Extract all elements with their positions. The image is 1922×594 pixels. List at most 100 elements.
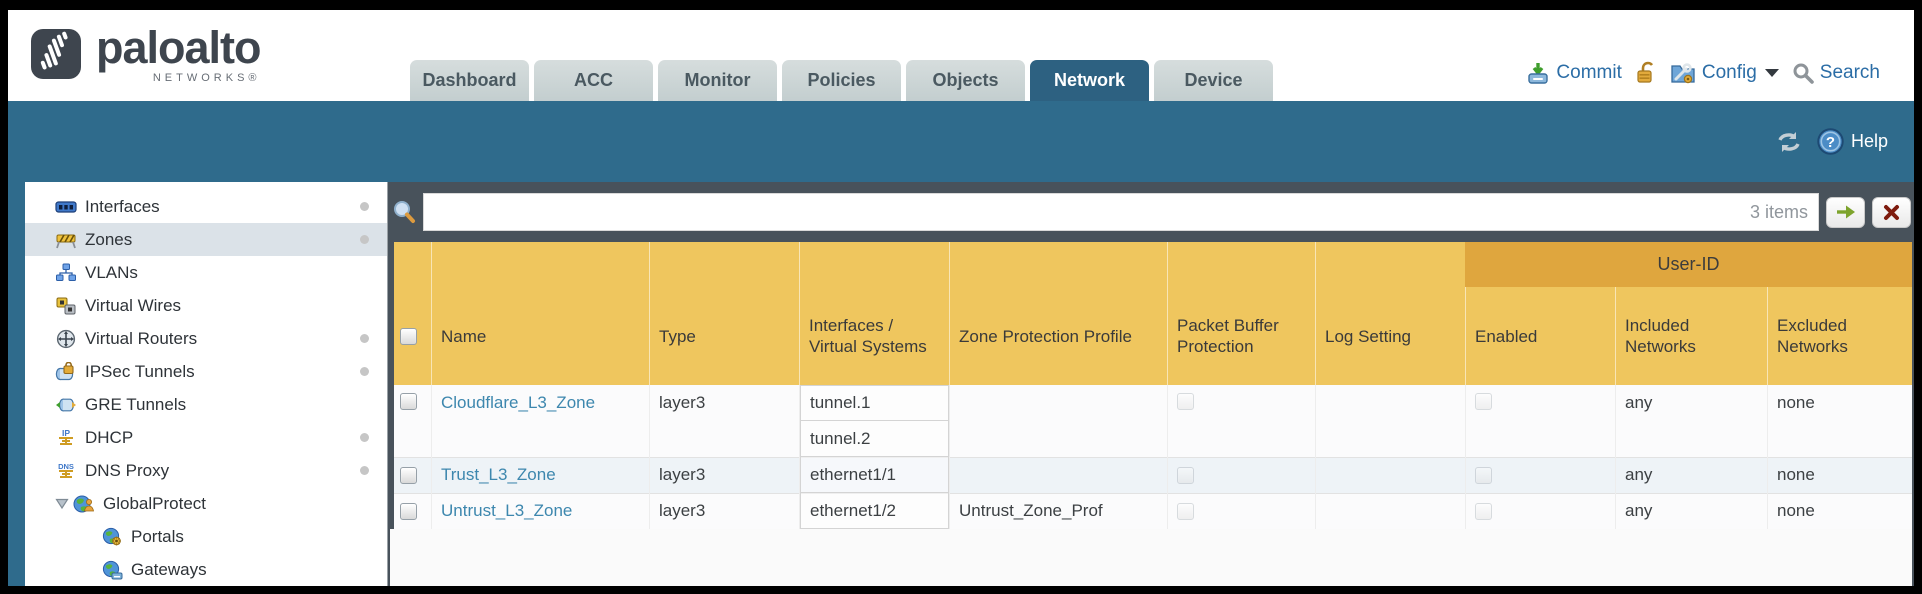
vlans-icon <box>56 263 76 281</box>
col-header-excluded-networks[interactable]: Excluded Networks <box>1767 287 1912 385</box>
sidebar-label: Portals <box>131 526 184 546</box>
sidebar-item-vlans[interactable]: VLANs <box>25 256 387 289</box>
sidebar-item-globalprotect[interactable]: GlobalProtect <box>25 487 387 520</box>
packet-buffer-protection-cell <box>1167 385 1315 458</box>
col-header-log-setting[interactable]: Log Setting <box>1315 242 1465 385</box>
sidebar-item-dns-proxy[interactable]: DNS DNS Proxy <box>25 454 387 487</box>
row-checkbox[interactable] <box>400 393 417 410</box>
sidebar-label: GRE Tunnels <box>85 394 187 414</box>
col-header-zone-protection-profile[interactable]: Zone Protection Profile <box>949 242 1167 385</box>
page-body: Interfaces Zones VLANs <box>8 182 1914 586</box>
zone-name-cell: Untrust_L3_Zone <box>431 493 649 530</box>
config-menu-button[interactable]: Config <box>1670 61 1779 85</box>
included-networks-cell: any <box>1615 493 1767 530</box>
excluded-networks-cell: none <box>1767 493 1912 530</box>
tab-objects[interactable]: Objects <box>906 60 1025 101</box>
svg-text:IP: IP <box>62 428 70 438</box>
main-content: 3 items <box>388 182 1914 586</box>
expand-triangle-icon[interactable] <box>55 498 69 510</box>
green-arrow-icon <box>1836 205 1855 219</box>
zone-protection-profile-cell <box>949 457 1167 494</box>
help-button[interactable]: ? Help <box>1817 128 1888 155</box>
interface-item: tunnel.1 <box>800 385 949 421</box>
row-checkbox[interactable] <box>400 466 417 484</box>
tab-device[interactable]: Device <box>1154 60 1273 101</box>
table-row: Untrust_L3_Zone layer3 ethernet1/2 Untru… <box>394 493 1912 530</box>
status-bullet <box>360 202 369 211</box>
status-bullet <box>360 466 369 475</box>
commit-button[interactable]: Commit <box>1526 61 1622 85</box>
col-header-name[interactable]: Name <box>431 242 649 385</box>
dns-proxy-icon: DNS <box>58 462 74 478</box>
virtual-routers-icon <box>56 329 76 348</box>
svg-text:?: ? <box>1826 134 1835 151</box>
zone-interfaces-cell: ethernet1/2 <box>799 493 949 530</box>
zone-name-link[interactable]: Untrust_L3_Zone <box>441 501 573 520</box>
clear-filter-button[interactable] <box>1872 196 1911 228</box>
brand-logo: paloalto NETWORKS® <box>30 22 262 84</box>
sidebar-item-virtual-wires[interactable]: Virtual Wires <box>25 289 387 322</box>
col-header-enabled[interactable]: Enabled <box>1465 287 1615 385</box>
zone-name-cell: Trust_L3_Zone <box>431 457 649 494</box>
sidebar-label: Gateways <box>131 559 207 579</box>
sidebar-label: DNS Proxy <box>85 460 170 480</box>
user-id-enabled-checkbox <box>1475 466 1492 484</box>
refresh-icon[interactable] <box>1774 130 1804 154</box>
sidebar-item-zones[interactable]: Zones <box>25 223 387 256</box>
search-label: Search <box>1819 62 1880 83</box>
sidebar-item-portals[interactable]: Portals <box>25 520 387 553</box>
filter-search-icon <box>394 201 415 223</box>
sidebar-item-gre-tunnels[interactable]: GRE Tunnels <box>25 388 387 421</box>
sidebar-item-virtual-routers[interactable]: Virtual Routers <box>25 322 387 355</box>
search-icon <box>1793 63 1814 84</box>
packet-buffer-protection-checkbox <box>1177 466 1194 484</box>
sidebar-label: VLANs <box>85 262 138 282</box>
top-bar: paloalto NETWORKS® Dashboard ACC Monitor… <box>8 10 1914 101</box>
zone-protection-profile-cell <box>949 385 1167 458</box>
tab-policies[interactable]: Policies <box>782 60 901 101</box>
col-header-type[interactable]: Type <box>649 242 799 385</box>
table-header: Name Type Interfaces / Virtual Systems Z… <box>394 242 1912 385</box>
gateways-icon <box>102 560 123 579</box>
main-tabs: Dashboard ACC Monitor Policies Objects N… <box>410 60 1273 101</box>
zone-protection-profile-cell: Untrust_Zone_Prof <box>949 493 1167 530</box>
sidebar-item-gateways[interactable]: Gateways <box>25 553 387 586</box>
sidebar-item-ipsec-tunnels[interactable]: IPSec Tunnels <box>25 355 387 388</box>
config-label: Config <box>1701 62 1757 83</box>
tab-monitor[interactable]: Monitor <box>658 60 777 101</box>
tab-dashboard[interactable]: Dashboard <box>410 60 529 101</box>
col-header-packet-buffer-protection[interactable]: Packet Buffer Protection <box>1167 242 1315 385</box>
zone-name-cell: Cloudflare_L3_Zone <box>431 385 649 458</box>
tab-acc[interactable]: ACC <box>534 60 653 101</box>
virtual-wires-icon <box>56 297 76 314</box>
portals-icon <box>102 527 121 545</box>
zone-name-link[interactable]: Trust_L3_Zone <box>441 465 556 484</box>
sidebar-item-dhcp[interactable]: IP DHCP <box>25 421 387 454</box>
filter-search-input[interactable] <box>434 202 1750 222</box>
row-checkbox[interactable] <box>400 502 417 520</box>
packet-buffer-protection-cell <box>1167 493 1315 530</box>
help-label: Help <box>1850 131 1888 151</box>
col-header-interfaces[interactable]: Interfaces / Virtual Systems <box>799 242 949 385</box>
col-header-included-networks[interactable]: Included Networks <box>1615 287 1767 385</box>
page-banner: ? Help <box>8 101 1914 182</box>
row-select-cell <box>394 493 431 530</box>
config-icon <box>1671 63 1695 84</box>
search-button[interactable]: Search <box>1792 62 1880 84</box>
select-all-checkbox[interactable] <box>400 327 417 345</box>
dhcp-icon: IP <box>59 428 73 445</box>
red-x-icon <box>1884 204 1899 220</box>
user-id-enabled-cell <box>1465 457 1615 494</box>
user-id-enabled-cell <box>1465 493 1615 530</box>
tab-network[interactable]: Network <box>1030 60 1149 101</box>
sidebar-item-interfaces[interactable]: Interfaces <box>25 190 387 223</box>
apply-filter-button[interactable] <box>1826 196 1865 228</box>
commit-label: Commit <box>1556 62 1622 83</box>
interfaces-icon <box>55 200 77 213</box>
row-select-cell <box>394 457 431 494</box>
lock-icon[interactable] <box>1635 61 1657 85</box>
svg-text:DNS: DNS <box>58 462 74 471</box>
zone-name-link[interactable]: Cloudflare_L3_Zone <box>441 393 596 412</box>
top-actions: Commit Config <box>1526 61 1880 85</box>
